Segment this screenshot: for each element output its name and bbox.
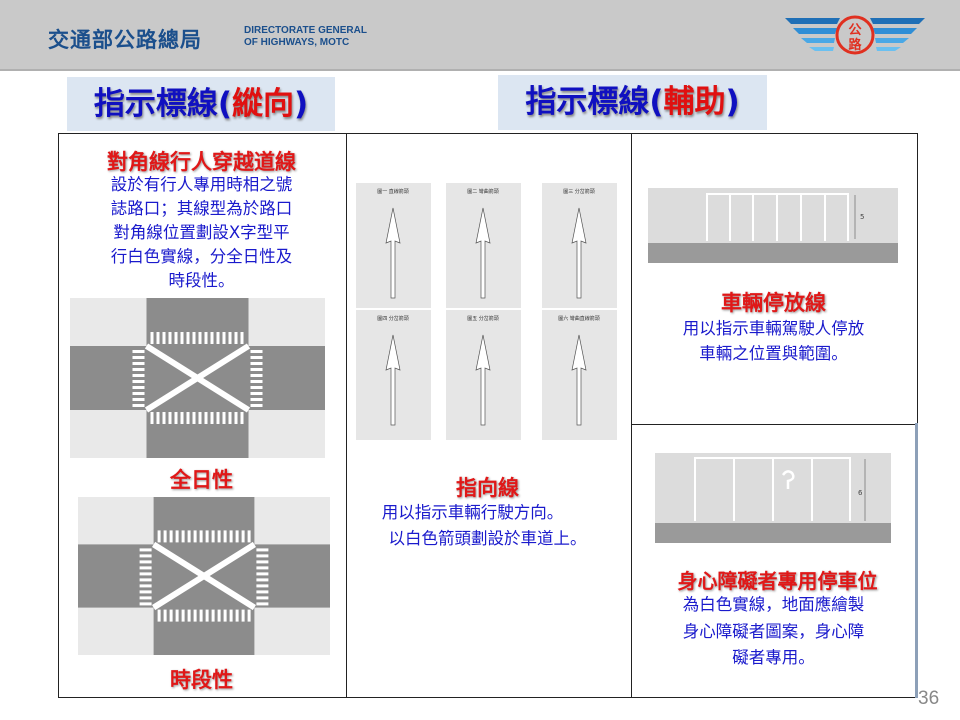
- svg-text:圖二 彎曲箭頭: 圖二 彎曲箭頭: [467, 188, 499, 195]
- parking-line-title: 車輛停放線: [721, 291, 826, 315]
- svg-text:圖一 直線箭頭: 圖一 直線箭頭: [377, 188, 409, 195]
- arrow-figure-4: 圖四 分岔箭頭: [356, 310, 431, 440]
- highway-logo-icon: 公 路: [785, 15, 925, 55]
- accessible-parking-title: 身心障礙者專用停車位: [677, 569, 878, 593]
- title-longitudinal: 指示標線(縱向): [67, 77, 335, 131]
- svg-text:圖五 分岔箭頭: 圖五 分岔箭頭: [467, 315, 499, 322]
- svg-text:路: 路: [848, 37, 862, 53]
- page-number: 36: [918, 688, 940, 709]
- diagonal-crosswalk-title: 對角線行人穿越道線: [107, 150, 296, 174]
- time-period-caption: 時段性: [170, 668, 233, 692]
- title-auxiliary: 指示標線(輔助): [498, 75, 767, 130]
- arrow-figure-1: 圖一 直線箭頭: [356, 183, 431, 308]
- svg-text:圖六 彎曲直線箭頭: 圖六 彎曲直線箭頭: [558, 315, 600, 322]
- accessible-parking-image: 6: [655, 453, 891, 543]
- direction-arrow-title: 指向線: [456, 476, 519, 500]
- accessible-parking-description: 為白色實線，地面應繪製身心障礙者圖案，身心障礙者專用。: [682, 595, 865, 667]
- full-day-crosswalk-image: [70, 298, 325, 458]
- arrow-figure-3: 圖三 分岔箭頭: [542, 183, 617, 308]
- parking-line-description: 用以指示車輛駕駛人停放車輛之位置與範圍。: [682, 319, 865, 363]
- diagonal-crosswalk-description: 設於有行人專用時相之號誌路口；其線型為於路口對角線位置劃設X字型平行白色實線，分…: [110, 175, 293, 290]
- svg-text:6: 6: [858, 489, 863, 497]
- org-name-chinese: 交通部公路總局: [48, 28, 202, 52]
- arrow-figure-5: 圖五 分岔箭頭: [446, 310, 521, 440]
- direction-arrow-description: 用以指示車輛行駛方向。以白色箭頭劃設於車道上。: [381, 503, 587, 548]
- svg-text:公: 公: [848, 23, 861, 38]
- svg-text:圖四 分岔箭頭: 圖四 分岔箭頭: [377, 315, 409, 322]
- svg-text:圖三 分岔箭頭: 圖三 分岔箭頭: [563, 188, 595, 195]
- parking-line-image: 5: [648, 188, 898, 263]
- arrow-figure-6: 圖六 彎曲直線箭頭: [542, 310, 617, 440]
- full-day-caption: 全日性: [170, 468, 233, 492]
- svg-text:5: 5: [860, 213, 864, 221]
- content-table: [58, 133, 918, 698]
- time-period-crosswalk-image: [78, 497, 330, 655]
- arrow-figure-2: 圖二 彎曲箭頭: [446, 183, 521, 308]
